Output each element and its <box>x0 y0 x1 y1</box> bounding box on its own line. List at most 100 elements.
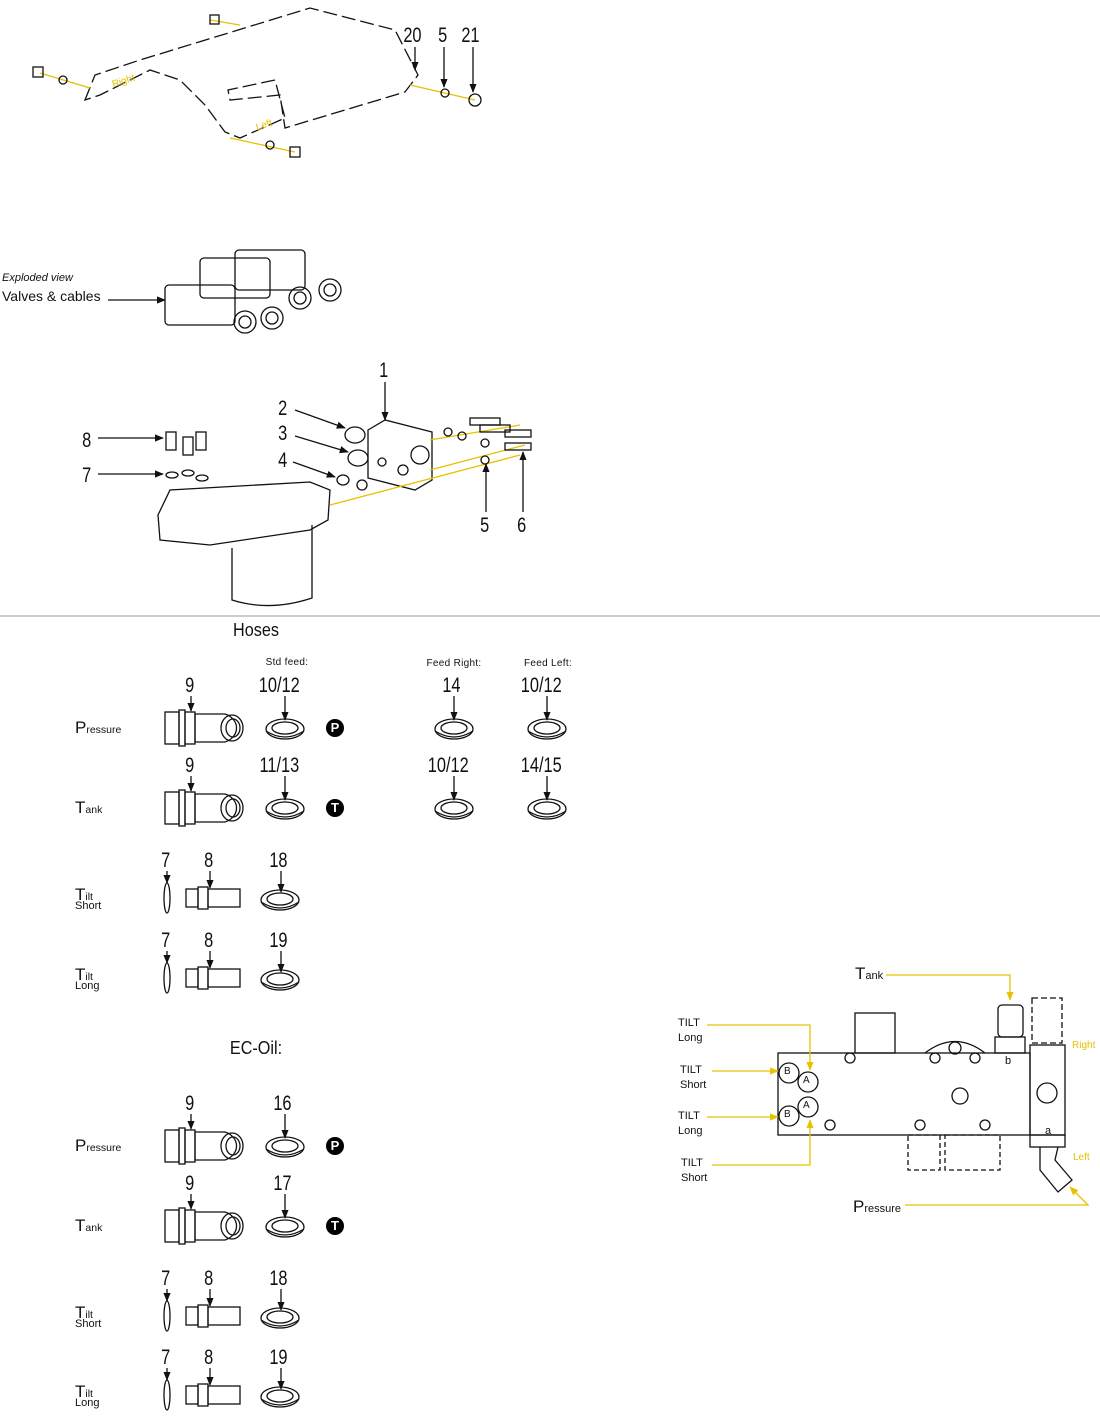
tilt-short-2-sub: Short <box>681 1172 708 1184</box>
hose-washer <box>260 969 300 991</box>
callout-hose: 18 <box>269 1267 288 1290</box>
cover-assembly <box>83 7 419 139</box>
o-ring-7 <box>163 882 171 914</box>
cover-fasteners <box>32 14 482 158</box>
header-std-feed: Std feed: <box>265 657 309 668</box>
hose-washer <box>265 798 305 820</box>
callout-5b: 5 <box>480 514 490 537</box>
hoses-title: Hoses <box>233 620 279 640</box>
callout-20: 20 <box>403 24 422 47</box>
o-ring-7 <box>163 962 171 994</box>
fitting-8 <box>185 886 241 910</box>
callout-oring: 7 <box>161 929 171 952</box>
row-label-tilt: Tilt <box>75 965 93 984</box>
callout-fitting: 8 <box>204 849 214 872</box>
callout-feed-right: 14 <box>442 674 461 697</box>
callout-7: 7 <box>82 464 92 487</box>
callout-fitting: 9 <box>185 1092 195 1115</box>
fitting-9 <box>164 1207 244 1245</box>
callout-6: 6 <box>517 514 527 537</box>
callout-oring: 7 <box>161 1267 171 1290</box>
port-a-lower: A <box>803 1100 810 1111</box>
callout-8: 8 <box>82 429 92 452</box>
callout-1: 1 <box>379 359 389 382</box>
port-a-label: a <box>1045 1125 1052 1137</box>
header-feed-left: Feed Left: <box>523 658 573 669</box>
port-a-upper: A <box>803 1075 810 1086</box>
manifold-illustration <box>98 382 532 607</box>
tilt-long-1-sub: Long <box>678 1032 703 1044</box>
row-label-tank: Tank <box>75 1216 103 1235</box>
row-label-tilt: Tilt <box>75 885 93 904</box>
fitting-9 <box>164 789 244 827</box>
callout-3: 3 <box>278 422 288 445</box>
header-feed-right: Feed Right: <box>426 658 482 669</box>
callout-4: 4 <box>278 449 288 472</box>
callout-fitting: 8 <box>204 1346 214 1369</box>
fitting-9 <box>164 1127 244 1165</box>
callout-std-feed: 10/12 <box>258 674 300 697</box>
row-sublabel-long: Long <box>75 980 100 992</box>
valves-cables-illustration <box>108 249 342 334</box>
hose-washer <box>527 718 567 740</box>
row-label-tilt: Tilt <box>75 1382 93 1401</box>
tank-badge: T <box>326 799 344 817</box>
callout-oring: 7 <box>161 1346 171 1369</box>
valves-cables-caption: Valves & cables <box>2 288 101 304</box>
callout-fitting: 8 <box>204 929 214 952</box>
row-sublabel-long: Long <box>75 1397 100 1409</box>
callout-fitting: 8 <box>204 1267 214 1290</box>
o-ring-7 <box>163 1379 171 1411</box>
port-b-upper: B <box>784 1066 791 1077</box>
callout-std-feed: 16 <box>273 1092 292 1115</box>
hose-washer <box>260 1386 300 1408</box>
port-pressure-label: Pressure <box>853 1197 902 1216</box>
callout-hose: 19 <box>269 1346 288 1369</box>
row-label-pressure: Pressure <box>75 1136 122 1155</box>
callout-oring: 7 <box>161 849 171 872</box>
tilt-short-1-sub: Short <box>680 1079 707 1091</box>
port-b-lower: B <box>784 1109 791 1120</box>
row-sublabel-short: Short <box>75 1318 102 1330</box>
callout-fitting: 9 <box>185 754 195 777</box>
fitting-9 <box>164 709 244 747</box>
row-label-pressure: Pressure <box>75 718 122 737</box>
tilt-short-2-title: TILT <box>681 1157 703 1169</box>
callout-feed-left: 14/15 <box>520 754 562 777</box>
callout-hose: 18 <box>269 849 288 872</box>
tilt-long-2-sub: Long <box>678 1125 703 1137</box>
hose-washer <box>260 889 300 911</box>
tilt-long-2-title: TILT <box>678 1110 700 1122</box>
tilt-long-1-title: TILT <box>678 1017 700 1029</box>
row-label-tank: Tank <box>75 798 103 817</box>
hose-washer <box>434 718 474 740</box>
callout-std-feed: 17 <box>273 1172 292 1195</box>
o-ring-7 <box>163 1300 171 1332</box>
callout-fitting: 9 <box>185 1172 195 1195</box>
hose-washer <box>265 1216 305 1238</box>
callout-std-feed: 11/13 <box>259 754 300 777</box>
callout-hose: 19 <box>269 929 288 952</box>
port-right-label: Right <box>1072 1040 1096 1051</box>
row-label-tilt: Tilt <box>75 1303 93 1322</box>
hose-washer <box>434 798 474 820</box>
hose-washer <box>265 1136 305 1158</box>
hose-washer <box>527 798 567 820</box>
callout-21: 21 <box>461 24 480 47</box>
callout-feed-right: 10/12 <box>427 754 469 777</box>
fitting-8 <box>185 1383 241 1407</box>
tank-badge: T <box>326 1217 344 1235</box>
row-sublabel-short: Short <box>75 900 102 912</box>
valve-port-diagram <box>707 974 1090 1206</box>
ec-oil-title: EC-Oil: <box>229 1038 283 1058</box>
pressure-badge: P <box>326 1137 344 1155</box>
exploded-view-caption: Exploded view <box>2 272 73 284</box>
hose-washer <box>260 1307 300 1329</box>
callout-5: 5 <box>438 24 448 47</box>
port-tank-label: Tank <box>855 964 884 983</box>
fitting-8 <box>185 966 241 990</box>
port-b-label: b <box>1005 1055 1012 1067</box>
port-left-label: Left <box>1073 1152 1090 1163</box>
tilt-short-1-title: TILT <box>680 1064 702 1076</box>
